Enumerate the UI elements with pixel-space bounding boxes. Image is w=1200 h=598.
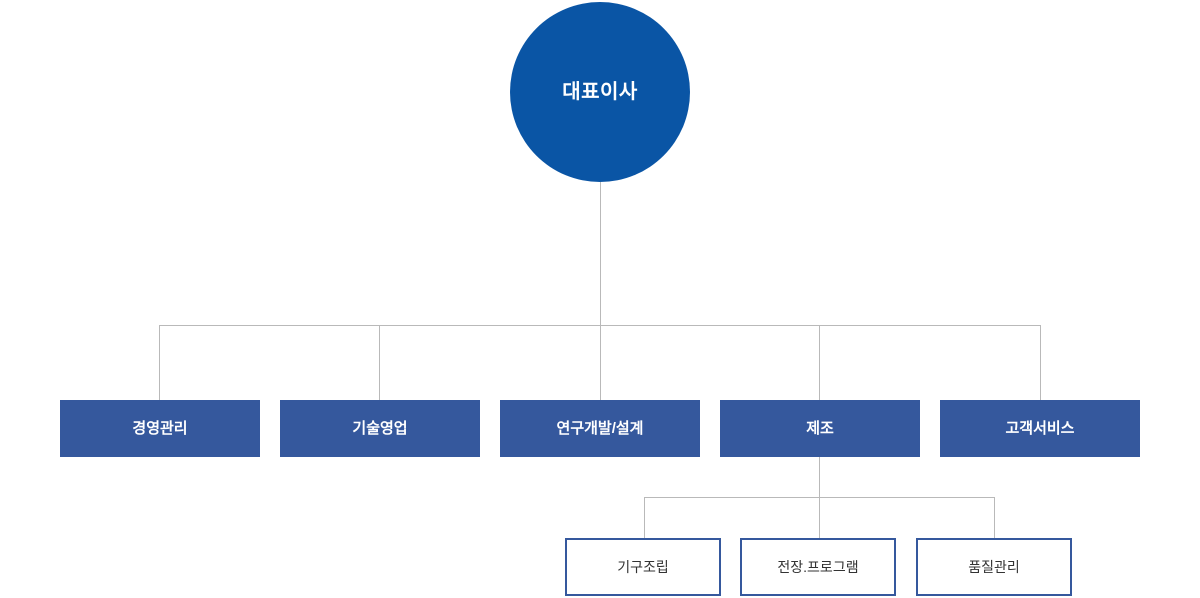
- connector-drop-team-0: [644, 497, 645, 538]
- connector-manufacturing-stem: [819, 457, 820, 498]
- node-team-electrical-program[interactable]: 전장.프로그램: [740, 538, 896, 596]
- connector-drop-team-2: [994, 497, 995, 538]
- node-team-quality-control-label: 품질관리: [968, 559, 1020, 575]
- node-division-management[interactable]: 경영관리: [60, 400, 260, 457]
- node-division-manufacturing-label: 제조: [806, 420, 834, 437]
- node-division-manufacturing[interactable]: 제조: [720, 400, 920, 457]
- connector-drop-division-2: [600, 325, 601, 400]
- node-team-mechanical-assembly-label: 기구조립: [617, 559, 669, 575]
- node-division-customer-service[interactable]: 고객서비스: [940, 400, 1140, 457]
- connector-drop-division-1: [379, 325, 380, 400]
- node-team-electrical-program-label: 전장.프로그램: [777, 559, 859, 575]
- node-division-technical-sales-label: 기술영업: [352, 420, 408, 437]
- connector-drop-division-0: [159, 325, 160, 400]
- node-team-mechanical-assembly[interactable]: 기구조립: [565, 538, 721, 596]
- node-team-quality-control[interactable]: 품질관리: [916, 538, 1072, 596]
- node-ceo-label: 대표이사: [562, 81, 638, 103]
- node-division-rnd-design[interactable]: 연구개발/설계: [500, 400, 700, 457]
- node-ceo[interactable]: 대표이사: [510, 2, 690, 182]
- node-division-customer-service-label: 고객서비스: [1005, 420, 1075, 437]
- node-division-management-label: 경영관리: [132, 420, 188, 437]
- node-division-rnd-design-label: 연구개발/설계: [556, 420, 644, 437]
- connector-drop-team-1: [819, 497, 820, 538]
- connector-drop-division-4: [1040, 325, 1041, 400]
- connector-drop-division-3: [819, 325, 820, 400]
- node-division-technical-sales[interactable]: 기술영업: [280, 400, 480, 457]
- connector-ceo-stem: [600, 182, 601, 402]
